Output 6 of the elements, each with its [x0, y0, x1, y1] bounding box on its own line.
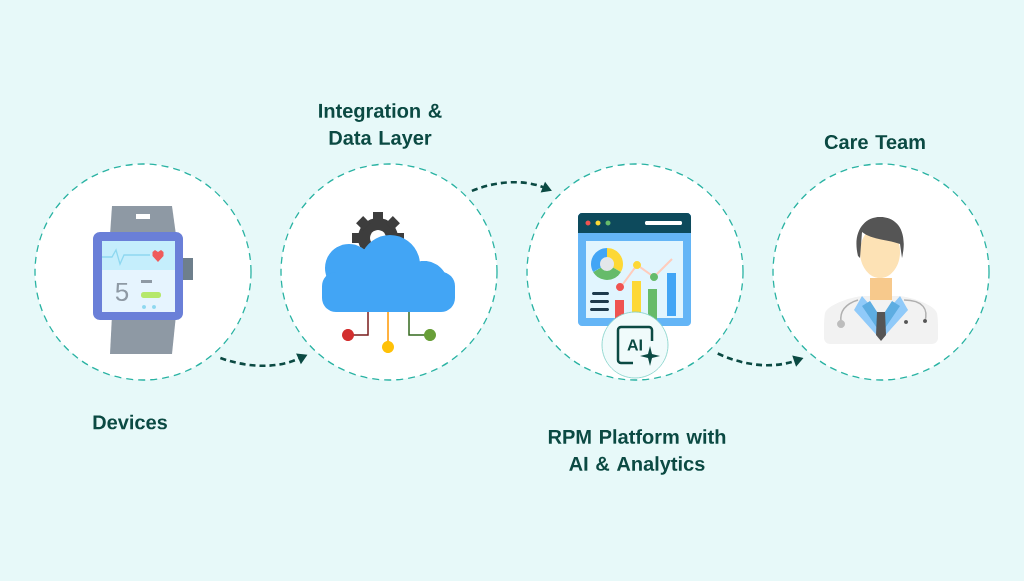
step-label: Care Team: [824, 134, 925, 150]
step-label: RPM Platform with AI & Analytics: [548, 429, 726, 475]
watch-digit: 5: [115, 282, 129, 302]
step-label: Integration & Data Layer: [319, 103, 442, 149]
ai-badge: AI: [601, 311, 669, 379]
step-label: Devices: [93, 414, 167, 430]
